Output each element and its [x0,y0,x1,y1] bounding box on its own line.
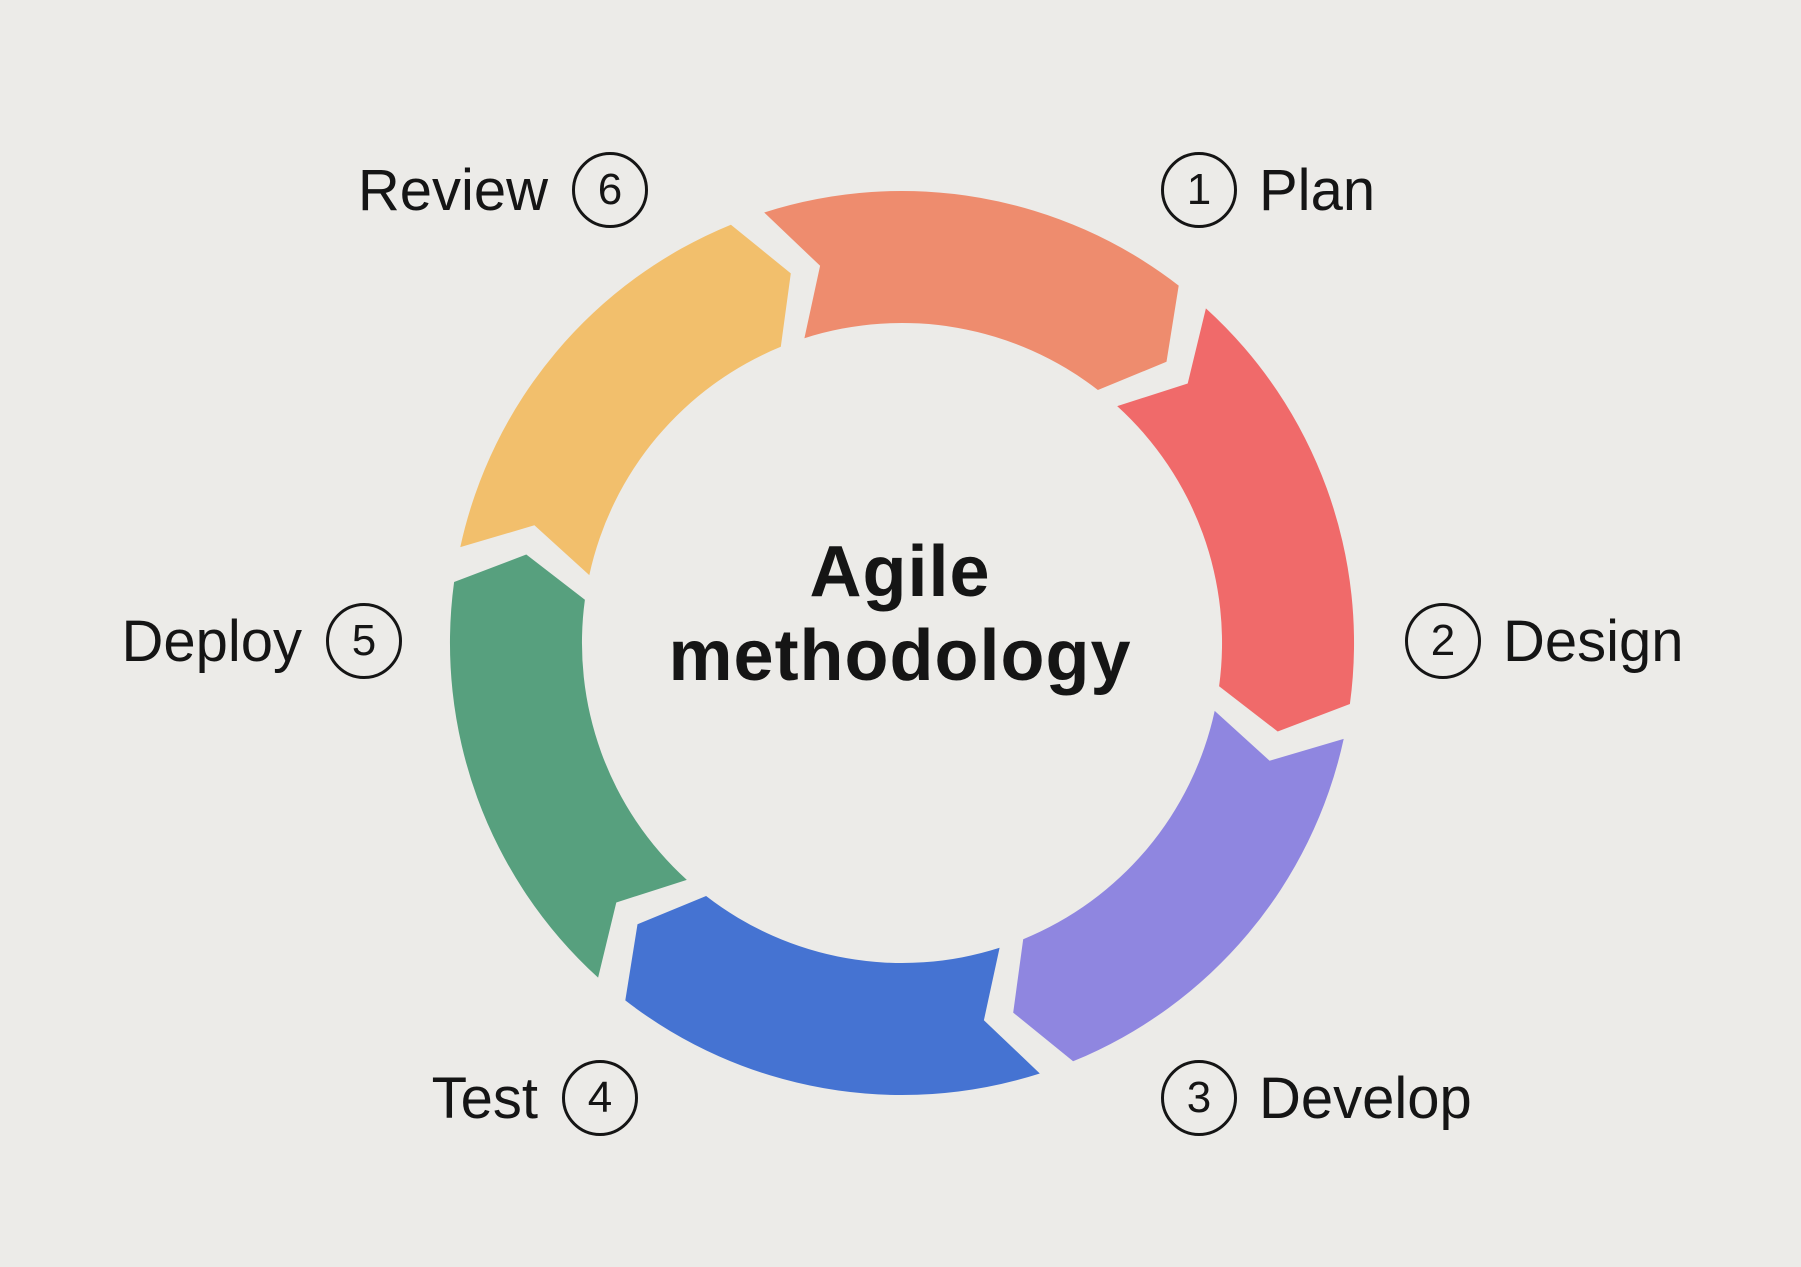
step-design: 2 Design [1405,596,1684,686]
step-label: Deploy [121,608,302,674]
step-label: Design [1503,608,1684,674]
step-number-badge: 5 [326,603,402,679]
arrow-segment-design [764,190,1179,390]
arrow-segment-deploy [625,896,1040,1096]
step-label: Plan [1259,157,1376,223]
step-deploy: Deploy 5 [121,596,402,686]
arrow-segment-review [449,554,687,978]
step-plan: 1 Plan [1161,145,1375,235]
step-number-badge: 2 [1405,603,1481,679]
arrow-segment-develop [1117,308,1355,732]
step-number-badge: 6 [572,152,648,228]
arrow-segment-plan [460,224,791,576]
step-develop: 3 Develop [1161,1053,1472,1143]
step-test: Test 4 [432,1053,638,1143]
step-label: Test [431,1065,538,1131]
step-number-badge: 4 [562,1060,638,1136]
arrow-segment-test [1013,710,1344,1062]
title-line-1: Agile [809,532,991,612]
diagram-title: Agile methodology [600,530,1200,698]
step-review: Review 6 [358,145,648,235]
step-number-badge: 3 [1161,1060,1237,1136]
step-label: Review [357,157,548,223]
title-line-2: methodology [668,616,1132,696]
step-number-badge: 1 [1161,152,1237,228]
step-label: Develop [1259,1065,1472,1131]
